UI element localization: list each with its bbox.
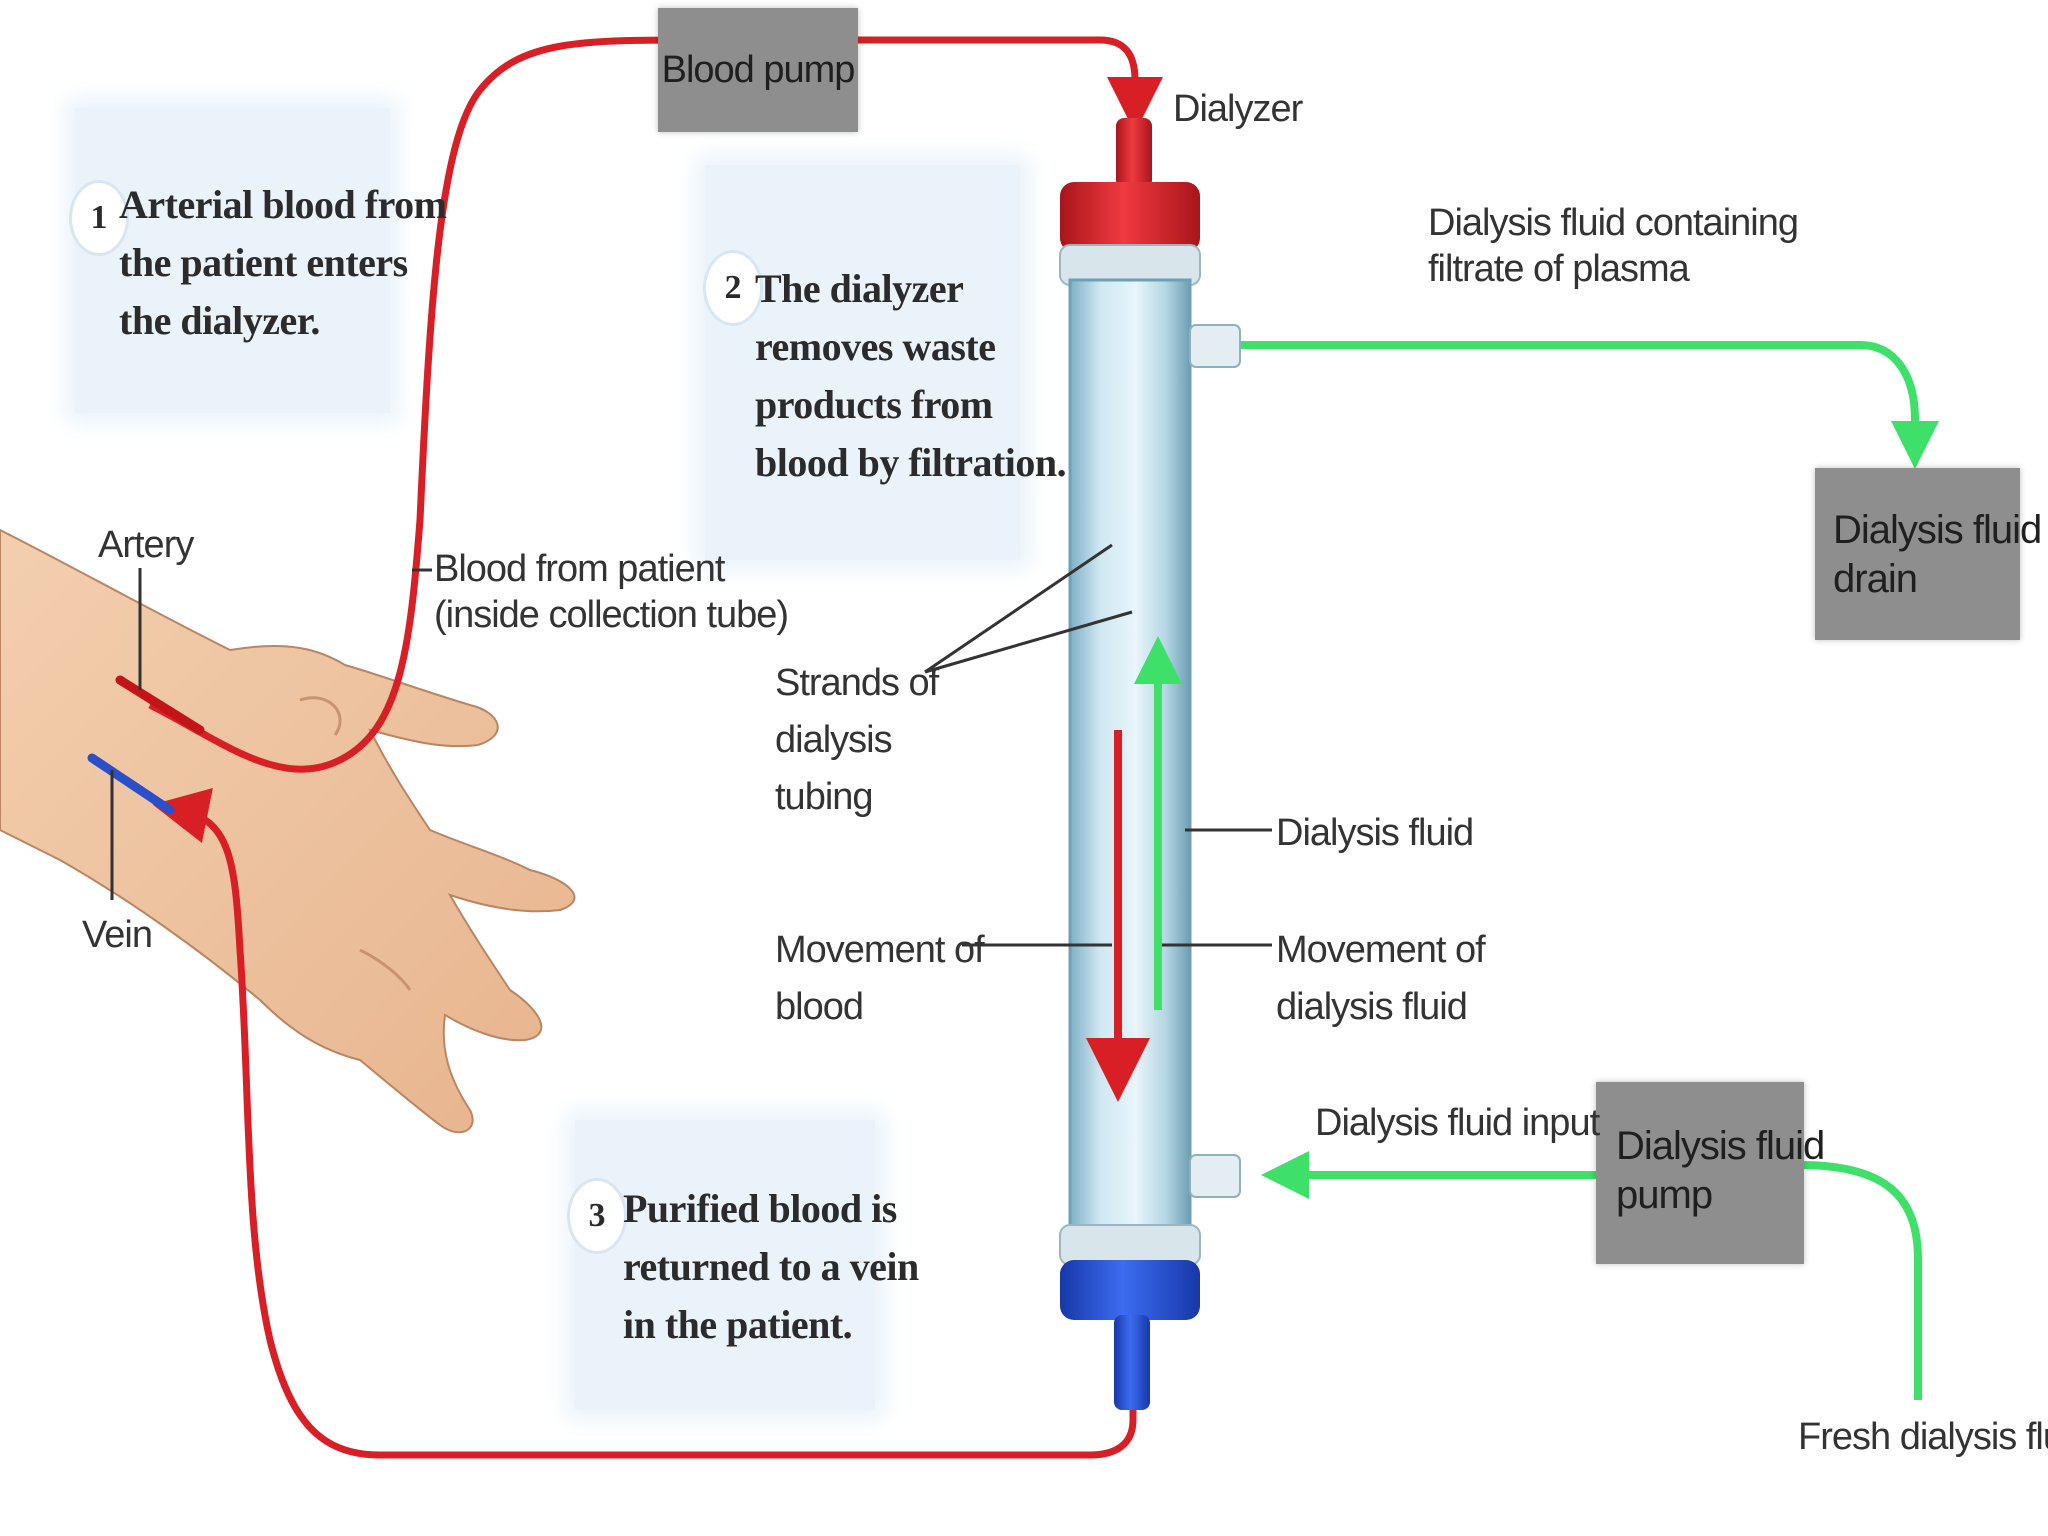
drain-box: Dialysis fluid drain [1815,468,2042,640]
strands-leader-1 [924,543,1113,674]
fluid-filtrate-line-1: Dialysis fluid containing [1428,202,1799,244]
step-1-number: 1 [69,180,129,256]
step-2-line-2: removes waste [755,324,996,369]
fluid-pump-label: Dialysis fluid pump [1616,1122,1825,1220]
movement-fluid-label: Movement of dialysis fluid [1276,922,1486,1036]
step-2-line-4: blood by filtration. [755,440,1067,485]
step-3-line-2: returned to a vein [623,1244,919,1289]
step-1-line-1: Arterial blood from [119,182,447,227]
strands-leader-2 [924,610,1133,674]
fluid-filtrate-line-2: filtrate of plasma [1428,248,1690,291]
blood-from-patient-label: Blood from patient (inside collection tu… [434,546,789,639]
blood-from-patient-line-2: (inside collection tube) [434,594,789,637]
fluid-input-label: Dialysis fluid input [1315,1102,1600,1144]
drain-label: Dialysis fluid drain [1833,506,2042,604]
fresh-fluid-line [1610,1161,1922,1400]
fresh-fluid-label: Fresh dialysis fluid [1798,1416,2048,1458]
step-1-line-2: the patient enters [119,240,408,285]
dialyzer-label: Dialyzer [1173,88,1303,130]
drain-label-line-2: drain [1833,556,1918,601]
movement-blood-label: Movement of blood [775,922,985,1036]
step-3-number: 3 [567,1178,627,1254]
step-2-text: The dialyzer removes waste products from… [755,260,1067,492]
step-2-number: 2 [703,250,763,326]
vein-label: Vein [82,914,153,956]
dialyzer [1059,118,1241,1410]
movement-blood-line-1: Movement of [775,929,985,971]
blood-pump-label: Blood pump [661,48,856,91]
artery-label: Artery [98,524,194,566]
venous-return-line [152,788,1137,1459]
strands-label: Strands of dialysis tubing [775,655,939,826]
movement-blood-line-2: blood [775,986,864,1028]
arm-illustration [0,528,576,1134]
movement-fluid-line-2: dialysis fluid [1276,986,1468,1028]
fluid-pump-label-line-2: pump [1616,1172,1713,1217]
blood-from-patient-line-1: Blood from patient [434,548,725,590]
fluid-filtrate-label: Dialysis fluid containing filtrate of pl… [1428,200,1799,293]
drain-label-line-1: Dialysis fluid [1833,508,2042,552]
vein-vessel [87,753,175,815]
strands-line-1: Strands of [775,662,939,704]
strands-line-2: dialysis [775,719,893,761]
step-3-box: 3 Purified blood is returned to a vein i… [567,1120,919,1410]
step-3-line-1: Purified blood is [623,1186,897,1231]
step-2-box: 2 The dialyzer removes waste products fr… [703,165,1067,560]
blood-pump-box: Blood pump [658,8,858,132]
movement-fluid-line-1: Movement of [1276,929,1486,971]
step-1-text: Arterial blood from the patient enters t… [119,176,447,350]
step-2-line-1: The dialyzer [755,266,964,311]
spent-fluid-line [1240,341,1939,469]
step-3-text: Purified blood is returned to a vein in … [623,1180,919,1354]
strands-line-3: tubing [775,776,874,818]
step-1-box: 1 Arterial blood from the patient enters… [69,108,447,413]
step-2-line-3: products from [755,382,993,427]
step-1-line-3: the dialyzer. [119,298,320,343]
fluid-pump-box: Dialysis fluid pump [1596,1082,1825,1264]
step-3-line-3: in the patient. [623,1302,853,1347]
dialysis-fluid-label: Dialysis fluid [1276,812,1474,854]
artery-vessel [115,675,205,735]
fluid-pump-label-line-1: Dialysis fluid [1616,1124,1825,1168]
